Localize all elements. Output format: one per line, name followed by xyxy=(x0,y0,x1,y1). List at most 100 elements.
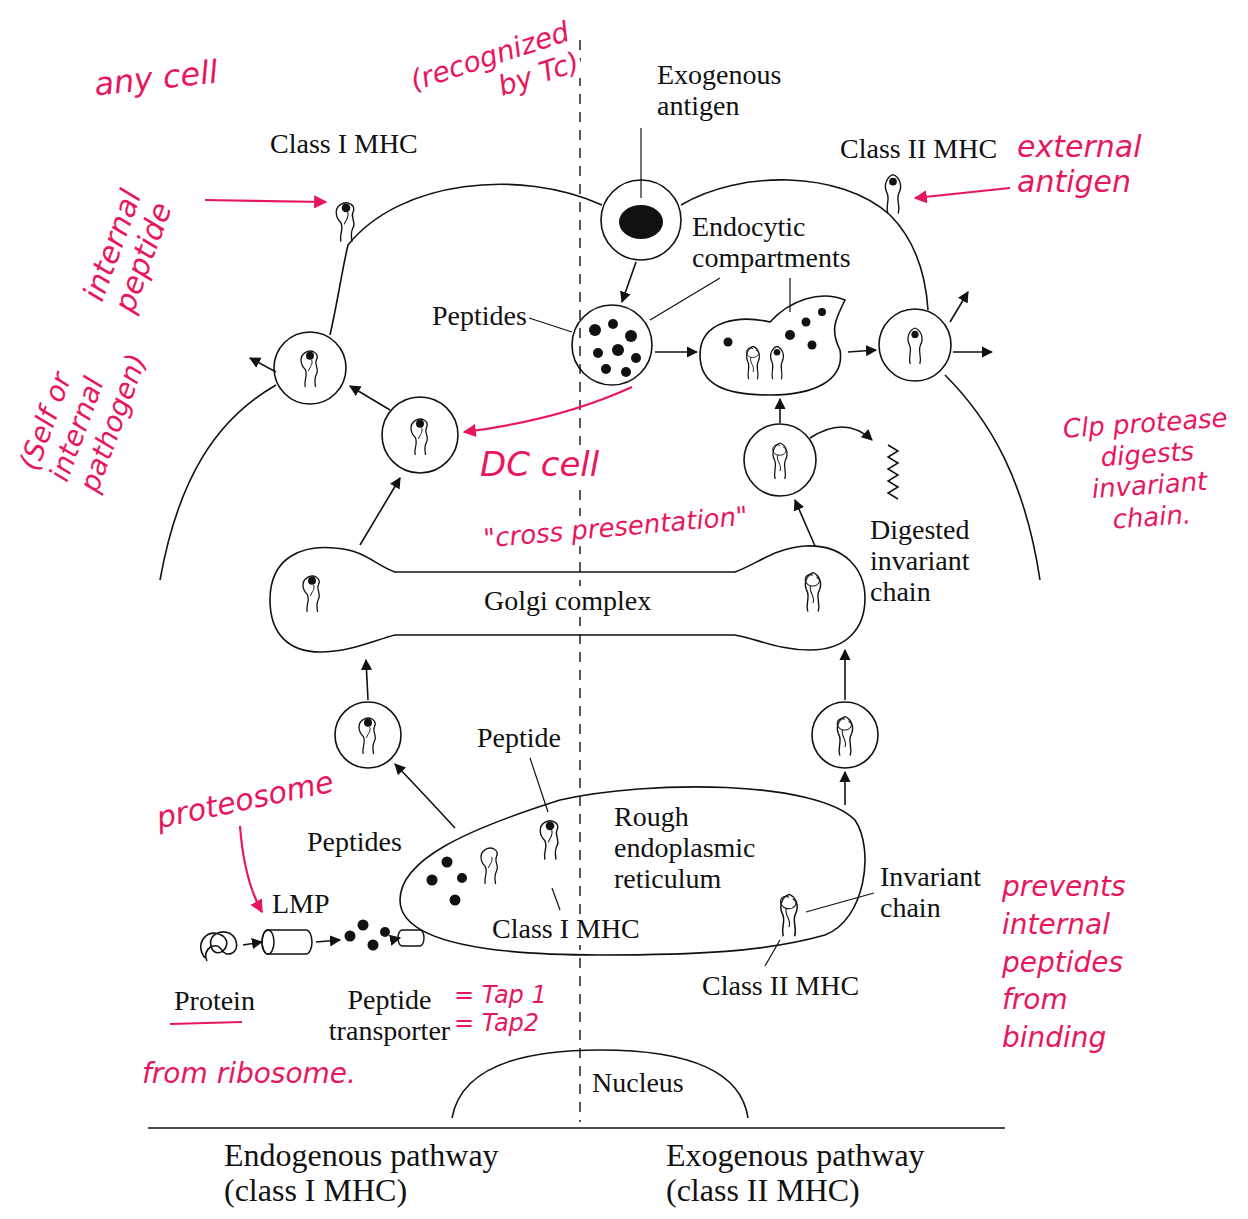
class-ii-mhc xyxy=(837,717,852,756)
node-label: Rough endoplasmic reticulum xyxy=(612,802,781,894)
annotation: (Self or internal pathogen) xyxy=(13,302,163,499)
class-i-mhc xyxy=(303,576,319,612)
peptide-dot xyxy=(593,348,603,358)
lmp-cylinder xyxy=(262,930,312,954)
annotation: prevents internal peptides from binding xyxy=(1000,868,1144,1057)
chain-label: Digested invariant chain xyxy=(868,515,992,607)
node-outline-path xyxy=(270,546,865,652)
pathway-caption: Endogenous pathway (class I MHC) xyxy=(222,1138,536,1208)
annotation: internal peptide xyxy=(76,142,194,319)
molecule-label: Class I MHC xyxy=(268,128,420,160)
peptide-dot xyxy=(358,920,369,931)
leader-line xyxy=(552,888,560,910)
vesicle xyxy=(335,702,401,768)
class-ii-mhc xyxy=(781,894,798,936)
lmp-label: LMP xyxy=(270,888,332,920)
base-rule xyxy=(148,1127,1005,1129)
peptide-dot xyxy=(427,875,438,886)
flow-arrow xyxy=(360,478,400,545)
annotation: (recognized by Tc) xyxy=(386,15,586,135)
peptide-dot xyxy=(621,367,631,377)
annotation-arrow xyxy=(205,200,326,202)
flow-arrow xyxy=(350,386,390,410)
annotation: Clp protease digests invariant chain. xyxy=(1055,402,1242,539)
antigen xyxy=(619,205,663,239)
nucleus: Nucleus xyxy=(450,1048,750,1118)
peptide-label: Peptide xyxy=(475,722,563,754)
peptide-dot xyxy=(802,318,811,327)
compartment-label: Endocytic compartments xyxy=(690,212,869,274)
class-ii-mhc xyxy=(771,346,784,379)
annotation: = Tap 1 = Tap2 xyxy=(452,982,558,1037)
annotation-arrow xyxy=(915,188,1010,198)
vesicle xyxy=(879,309,951,381)
leader-line xyxy=(765,940,780,966)
tap-transporter xyxy=(398,930,424,946)
protein-label: Protein xyxy=(172,985,257,1017)
peptide-dot xyxy=(625,330,637,342)
class-i-mhc xyxy=(540,821,558,860)
flow-arrow xyxy=(953,351,992,353)
node-outline-path xyxy=(452,1050,748,1118)
leader-line xyxy=(529,318,572,332)
protein-coil xyxy=(201,932,237,961)
class-i-mhc xyxy=(411,419,427,455)
transporter-label: Peptide transporter xyxy=(325,985,454,1047)
membrane-top-left xyxy=(330,184,602,335)
peptide-dot xyxy=(808,341,817,350)
peptide-dot xyxy=(608,319,618,329)
peptide-vesicle xyxy=(572,305,652,385)
node-label: Golgi complex xyxy=(482,586,653,617)
peptide-dot xyxy=(724,338,733,347)
peptide-dot xyxy=(380,927,390,937)
flow-arrow xyxy=(844,772,846,805)
vesicles xyxy=(274,180,951,768)
class-i-mhc xyxy=(301,351,317,387)
vesicle xyxy=(812,702,878,768)
flow-arrow xyxy=(779,399,781,423)
mhc-molecules xyxy=(301,175,922,937)
flow-arrow xyxy=(810,427,872,440)
class-i-mhc xyxy=(359,718,375,754)
peptide-dots xyxy=(345,205,827,951)
class-ii-mhc xyxy=(908,328,922,364)
annotation-underline xyxy=(170,1022,242,1024)
peptide-dot xyxy=(612,344,624,356)
golgi-complex: Golgi complex xyxy=(265,540,870,658)
peptide-label: Peptides xyxy=(430,300,529,332)
annotation-arrow xyxy=(240,826,262,912)
vesicle xyxy=(744,424,816,496)
flow-arrow xyxy=(950,292,968,322)
class-i-mhc xyxy=(481,848,497,884)
flow-arrow xyxy=(395,764,455,828)
endocytic-compartment xyxy=(700,296,845,395)
annotation-arrows xyxy=(170,188,1010,1024)
flow-arrow xyxy=(655,351,697,353)
molecule-label: Class II MHC xyxy=(700,970,861,1002)
chain-label: Invariant chain xyxy=(878,862,1002,924)
node-label: Nucleus xyxy=(590,1068,686,1099)
flow-arrow xyxy=(366,660,368,700)
annotation: DC cell xyxy=(478,445,601,484)
flow-arrow xyxy=(316,940,340,942)
lmp-cylinder-end xyxy=(262,930,274,954)
peptide-dot xyxy=(818,308,826,316)
peptide-dot xyxy=(368,940,379,951)
peptide-dot xyxy=(589,324,601,336)
leader-line xyxy=(650,278,720,320)
peptide-dot xyxy=(785,330,795,340)
class-ii-mhc xyxy=(885,175,900,214)
peptide-dot xyxy=(345,931,356,942)
pathway-caption: Exogenous pathway (class II MHC) xyxy=(664,1138,968,1208)
class-ii-mhc xyxy=(773,443,787,479)
class-i-mhc xyxy=(336,203,354,242)
flow-arrow xyxy=(795,500,815,546)
flow-arrow xyxy=(391,938,400,940)
node-outline-path xyxy=(400,787,865,955)
flow-arrows xyxy=(243,262,992,945)
leader-line xyxy=(806,893,874,912)
flow-arrow xyxy=(622,262,636,302)
annotation-arrow xyxy=(464,387,632,432)
membrane-left xyxy=(160,385,276,580)
pathway-divider xyxy=(579,40,580,1122)
